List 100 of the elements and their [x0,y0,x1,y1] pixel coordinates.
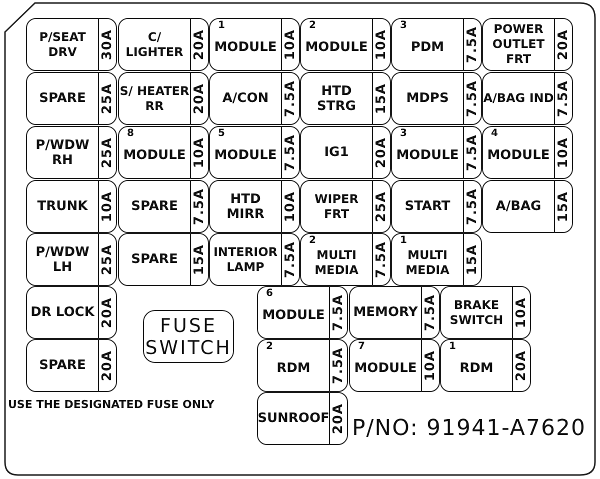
fuse-rating: 7.5A [423,294,438,332]
fuse-number: 2 [309,20,316,31]
fuse-rating: 25A [100,82,115,114]
fuse-slot [391,72,482,125]
fuse-name: HTD MIRR [226,192,266,222]
fuse-name: SPARE [131,199,178,214]
part-number: P/NO: 91941-A7620 [352,416,586,441]
fuse-name: INTERIOR LAMP [212,244,279,274]
fuse-rating: 7.5A [374,240,389,278]
fuse-slot [118,180,209,233]
fuse-name: SPARE [39,358,86,373]
fuse-rating: 10A [423,350,438,382]
fuse-number: 4 [491,128,498,139]
fuse-rating: 15A [374,82,389,114]
fuse-name: S/ HEATER RR [119,84,190,114]
fuse-rating: 25A [100,136,115,168]
fuse-name: MODULE [214,148,277,163]
fuse-rating: 15A [556,190,571,222]
fuse-name: MULTI MEDIA [314,248,360,278]
fuse-slot [257,339,348,392]
fuse-rating: 7.5A [465,134,480,172]
fuse-name: RDM [460,361,494,376]
fuse-slot [300,180,391,233]
fuse-rating: 7.5A [331,346,346,384]
fuse-name: MODULE [305,40,368,55]
fuse-name: MEMORY [353,305,418,320]
fuse-rating: 10A [374,28,389,60]
fuse-name: SPARE [39,91,86,106]
fuse-slot [26,126,117,179]
fuse-rating: 10A [556,136,571,168]
fuse-rating: 7.5A [283,80,298,118]
fuse-rating: 30A [100,28,115,60]
fuse-rating: 10A [100,190,115,222]
fuse-name: MODULE [123,148,186,163]
fuse-rating: 7.5A [556,80,571,118]
fuse-name: IG1 [324,145,349,160]
fuse-number: 3 [400,128,407,139]
fuse-slot [349,339,440,392]
fuse-name: A/BAG IND [483,91,554,106]
fuse-rating: 10A [514,296,529,328]
fuse-number: 1 [400,235,407,246]
fuse-name: P/SEAT DRV [38,30,87,60]
fuse-rating: 25A [374,190,389,222]
fuse-slot [391,233,482,286]
fuse-number: 1 [449,341,456,352]
fuse-number: 7 [358,341,365,352]
fuse-slot [26,233,117,286]
fuse-name: START [404,199,450,214]
fuse-slot [482,18,573,71]
fuse-slot [118,18,209,71]
fuse-slot [300,126,391,179]
fuse-rating: 7.5A [192,188,207,226]
fuse-slot [209,126,300,179]
fuse-slot [26,18,117,71]
fuse-rating: 20A [556,28,571,60]
fuse-slot [118,72,209,125]
fuse-rating: 25A [100,244,115,276]
fuse-slot [440,339,531,392]
fuse-name: RDM [276,361,310,376]
fuse-rating: 20A [374,136,389,168]
fuse-rating: 20A [100,296,115,328]
fuse-rating: 20A [100,350,115,382]
fuse-name: DR LOCK [30,305,94,320]
fuse-rating: 7.5A [465,188,480,226]
fuse-rating: 10A [283,190,298,222]
fuse-name: A/CON [222,91,269,106]
fuse-rating: 7.5A [331,294,346,332]
fuse-slot [440,286,531,339]
fuse-rating: 7.5A [283,240,298,278]
fuse-name: SPARE [131,252,178,267]
fuse-slot [482,180,573,233]
fuse-slot [209,233,300,286]
fuse-name: SUNROOF [258,411,330,426]
fuse-rating: 7.5A [465,80,480,118]
switch-label: FUSE SWITCH [144,314,233,358]
fuse-name: MODULE [214,40,277,55]
fuse-name: WIPER FRT [314,192,360,222]
fuse-name: MDPS [406,91,449,106]
fuse-slot [118,233,209,286]
fuse-number: 1 [218,20,225,31]
fuse-number: 2 [266,341,273,352]
fuse-number: 8 [127,128,134,139]
fuse-slot [391,18,482,71]
fuse-name: TRUNK [37,199,88,214]
fuse-slot [26,180,117,233]
fuse-slot [118,126,209,179]
fuse-rating: 15A [192,244,207,276]
fuse-slot [257,286,348,339]
fuse-slot [482,126,573,179]
fuse-name: BRAKE SWITCH [448,298,504,328]
fuse-name: P/WDW LH [34,244,90,274]
fuse-rating: 10A [192,136,207,168]
fuse-name: MODULE [354,361,417,376]
fuse-slot [391,126,482,179]
fuse-number: 3 [400,20,407,31]
fuse-slot [257,392,348,445]
fuse-rating: 15A [465,244,480,276]
fuse-name: PDM [410,40,444,55]
fuse-slot [26,286,117,339]
fuse-slot [209,18,300,71]
